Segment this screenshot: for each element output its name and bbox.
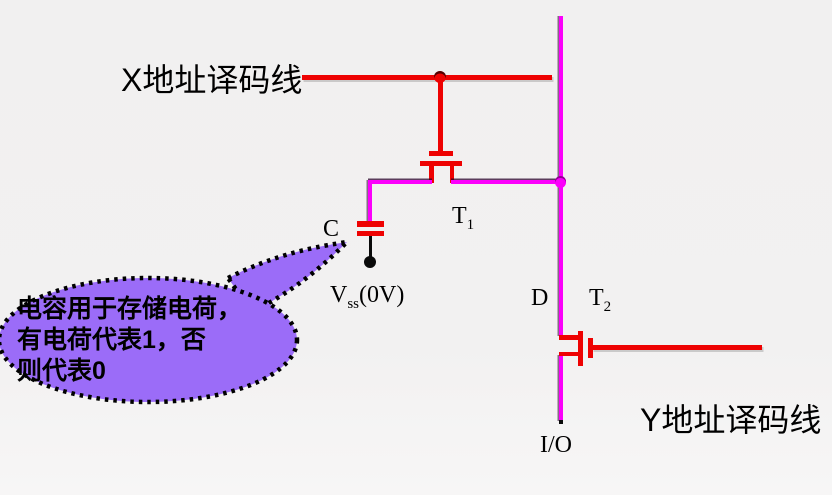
word-line-junction-dot — [433, 70, 446, 83]
capacitor-top-plate — [357, 221, 384, 227]
x-word-line-wire — [302, 75, 552, 80]
drain-label: D — [531, 285, 549, 311]
t1-channel-bar — [420, 161, 462, 166]
vss-label-sub: ss — [347, 295, 360, 312]
callout-line-2: 有电荷代表1，否 — [17, 326, 206, 354]
callout-line-3: 则代表0 — [17, 357, 106, 385]
y-select-line-wire — [592, 345, 762, 350]
bit-line-lower — [558, 355, 563, 421]
t2-label-sub: 2 — [603, 298, 612, 315]
t2-label: T2 — [589, 285, 611, 316]
io-label: I/O — [540, 432, 572, 458]
t1-to-capacitor-wire-h — [368, 179, 432, 184]
vss-label: Vss(0V) — [330, 282, 404, 313]
t2-label-base: T — [589, 285, 604, 311]
t1-source-leg — [429, 165, 434, 183]
vss-label-base: V — [330, 282, 348, 308]
t2-bottom-leg — [559, 351, 580, 356]
t1-drain-leg — [449, 165, 454, 183]
bit-line-end-tick — [558, 420, 563, 424]
capacitor-bottom-plate — [357, 230, 384, 236]
t1-to-capacitor-wire-v — [368, 179, 372, 223]
bit-line-junction-dot — [554, 176, 566, 188]
t2-channel-bar — [577, 331, 583, 366]
t1-gate-lead — [438, 78, 443, 152]
t1-gate-bar — [429, 150, 453, 156]
callout-text: 电容用于存储电荷， 有电荷代表1，否 则代表0 — [17, 294, 287, 387]
callout-line-1: 电容用于存储电荷， — [17, 295, 243, 323]
t2-top-leg — [559, 335, 580, 340]
x-decode-line-label: X地址译码线 — [121, 62, 303, 98]
capacitor-ground-stem — [368, 236, 372, 258]
t2-gate-bar — [587, 337, 593, 358]
y-decode-line-label: Y地址译码线 — [640, 402, 822, 438]
t1-to-bitline-wire — [451, 179, 561, 184]
capacitor-label: C — [323, 216, 340, 242]
t1-label-base: T — [452, 203, 467, 229]
callout-bubble — [0, 238, 354, 405]
t1-label-sub: 1 — [466, 216, 475, 233]
callout-ellipse — [0, 275, 300, 405]
t1-label: T1 — [452, 203, 474, 234]
ground-terminal-dot — [364, 256, 376, 268]
vss-label-rest: (0V) — [359, 282, 405, 308]
callout-tail — [224, 238, 354, 315]
